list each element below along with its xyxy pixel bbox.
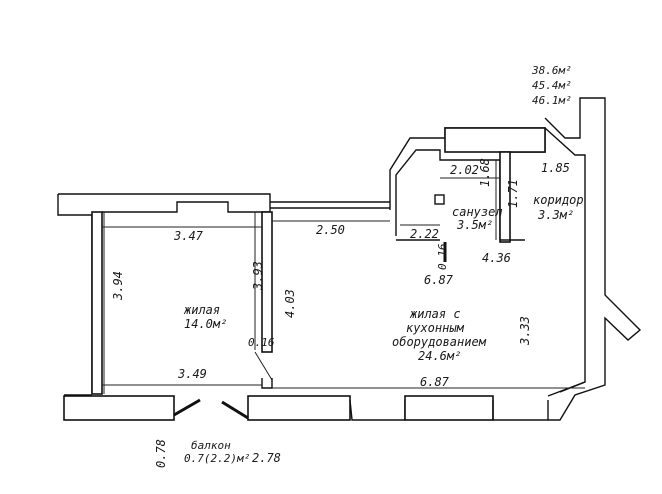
dim-3-47: 3.47 bbox=[173, 229, 204, 243]
bottom-wall-segment-3 bbox=[404, 395, 494, 421]
left-wall-thick bbox=[91, 211, 103, 395]
total-area-1: 38.6м² bbox=[531, 64, 572, 77]
dim-4-36: 4.36 bbox=[482, 251, 511, 265]
dim-2-22: 2.22 bbox=[410, 227, 439, 241]
living-line-3: оборудованием bbox=[392, 335, 487, 349]
partition-end bbox=[261, 378, 273, 389]
bathroom-area: 3.5м² bbox=[456, 218, 493, 232]
balcony-door-right bbox=[221, 400, 249, 420]
dim-2-78: 2.78 bbox=[252, 451, 281, 465]
balcony-area: 0.7(2.2)м² bbox=[184, 452, 250, 465]
dim-3-93: 3.93 bbox=[251, 261, 265, 291]
bottom-wall-segment-2 bbox=[247, 395, 351, 421]
balcony-door-left bbox=[173, 398, 201, 417]
dim-6-87-top: 6.87 bbox=[424, 273, 454, 287]
dim-2-02: 2.02 bbox=[450, 163, 479, 177]
corridor-name: коридор bbox=[533, 193, 584, 207]
partition-stub bbox=[254, 351, 273, 381]
total-area-3: 46.1м² bbox=[532, 94, 572, 107]
bathroom-right-wall bbox=[499, 151, 511, 243]
living-area: 24.6м² bbox=[418, 349, 461, 363]
bathroom-top-wall bbox=[444, 127, 546, 153]
bedroom-area: 14.0м² bbox=[184, 317, 227, 331]
dim-3-33: 3.33 bbox=[518, 316, 532, 346]
dim-0-16b: 0.16 bbox=[248, 336, 275, 349]
dimension-lines bbox=[102, 160, 585, 394]
dim-4-03: 4.03 bbox=[283, 289, 297, 318]
living-line-2: кухонным bbox=[406, 321, 465, 335]
left-outer-wall bbox=[57, 194, 93, 393]
left-room-inner-top bbox=[102, 201, 270, 213]
balcony-name: балкон bbox=[191, 439, 231, 452]
right-outer-wall bbox=[544, 97, 642, 421]
dim-3-49: 3.49 bbox=[177, 367, 207, 381]
bedroom-name: жилая bbox=[183, 303, 220, 317]
labels: 38.6м² 45.4м² 46.1м² 2.02 1.85 1.68 1.71… bbox=[111, 64, 584, 468]
partition-wall bbox=[261, 211, 273, 353]
window-1 bbox=[349, 399, 406, 421]
dim-1-85: 1.85 bbox=[541, 161, 570, 175]
dim-3-94: 3.94 bbox=[111, 271, 125, 301]
dim-1-71: 1.71 bbox=[506, 179, 520, 208]
bathroom-name: санузел bbox=[452, 205, 503, 219]
window-2 bbox=[492, 400, 549, 421]
bottom-right-corner bbox=[547, 381, 586, 397]
dim-1-68: 1.68 bbox=[478, 158, 492, 187]
total-area-2: 45.4м² bbox=[532, 79, 572, 92]
dim-0-16: 0.16 bbox=[436, 243, 449, 270]
ventilation-shaft-icon bbox=[434, 194, 445, 205]
walls bbox=[57, 97, 642, 421]
bottom-wall-segment-1 bbox=[63, 395, 175, 421]
living-line-1: жилая с bbox=[409, 307, 461, 321]
dim-0-78: 0.78 bbox=[154, 439, 168, 468]
corridor-area: 3.3м² bbox=[537, 208, 574, 222]
dim-2-50: 2.50 bbox=[316, 223, 345, 237]
dim-6-87-bottom: 6.87 bbox=[420, 375, 450, 389]
